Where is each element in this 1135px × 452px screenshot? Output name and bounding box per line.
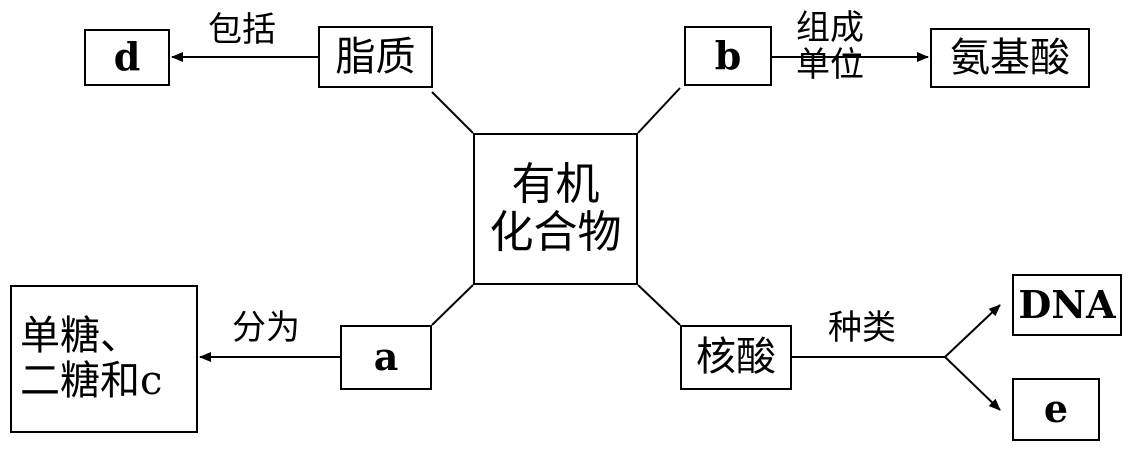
node-amino-acid-label: 氨基酸	[950, 34, 1070, 81]
arrow-branch-to-e	[944, 356, 1001, 411]
connector-center-lipid	[431, 91, 474, 134]
connector-center-protein	[637, 87, 681, 134]
label-includes: 包括	[208, 10, 276, 50]
node-lipid: 脂质	[318, 26, 433, 88]
node-sugars-line-1: 单糖、	[20, 313, 140, 360]
node-dna-label: DNA	[1018, 281, 1116, 327]
node-sugars: 单糖、 二糖和c	[10, 285, 198, 433]
node-e: e	[1012, 378, 1100, 441]
node-b-label: b	[714, 32, 742, 78]
label-composition-unit-line-2: 单位	[796, 45, 864, 86]
node-nucleic-acid: 核酸	[680, 325, 792, 390]
node-b: b	[684, 26, 772, 86]
connector-center-nucleic-acid	[637, 284, 681, 326]
label-composition-unit: 组成 单位	[796, 8, 864, 86]
center-line-1: 有机	[511, 158, 600, 210]
node-a: a	[340, 325, 432, 390]
label-composition-unit-line-1: 组成	[796, 8, 864, 48]
node-d: d	[84, 29, 170, 86]
node-dna: DNA	[1012, 274, 1122, 336]
label-kinds: 种类	[828, 308, 896, 348]
node-lipid-label: 脂质	[335, 33, 416, 80]
node-amino-acid: 氨基酸	[930, 28, 1090, 88]
node-sugars-line-2: 二糖和c	[20, 358, 163, 404]
center-node-organic-compounds: 有机 化合物	[473, 133, 638, 285]
label-divided-into: 分为	[232, 308, 300, 348]
center-line-2: 化合物	[489, 207, 622, 258]
node-d-label: d	[113, 34, 141, 80]
arrow-branch-to-dna	[944, 304, 1001, 358]
node-nucleic-acid-label: 核酸	[696, 334, 776, 381]
connector-center-carbohydrate	[431, 284, 474, 326]
node-a-label: a	[373, 334, 399, 380]
node-e-label: e	[1043, 386, 1069, 432]
